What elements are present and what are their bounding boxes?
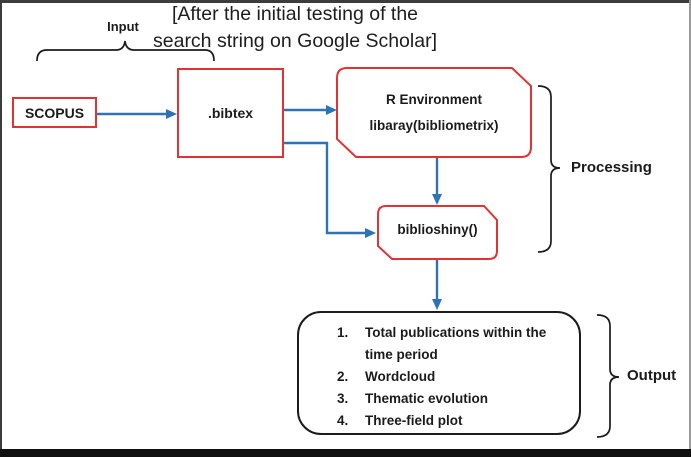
input-label: Input [107,19,139,34]
scopus-label: SCOPUS [24,104,85,121]
input-brace [36,40,215,62]
output-item: 1. Total publications within the time pe… [299,322,579,366]
bibtex-label: .bibtex [207,105,254,121]
output-item: 3. Thematic evolution [299,388,579,410]
output-item-text: Thematic evolution [365,391,489,406]
output-item-number: 1. [337,325,349,340]
frame-border-top [0,0,691,3]
scopus-box: SCOPUS [12,97,97,128]
arrow-bibtex-to-biblioshiny [284,141,376,238]
frame-border-bottom [0,449,691,457]
output-label: Output [627,367,677,384]
frame-border-left [0,0,2,457]
r-environment-line2: libaray(bibliometrix) [369,118,499,133]
processing-brace [537,85,561,253]
processing-label: Processing [571,159,652,176]
bibtex-box: .bibtex [177,68,284,158]
output-item: 4. Three-field plot [299,410,579,432]
output-box: 1. Total publications within the time pe… [297,311,581,435]
r-environment-box [336,67,532,158]
r-environment-line1: R Environment [385,92,482,107]
r-environment-text: R Environment libaray(bibliometrix) [337,70,531,155]
output-item-number: 4. [337,413,349,428]
output-brace [596,314,620,438]
frame-border-right [689,0,691,457]
biblioshiny-text: biblioshiny() [378,206,497,253]
output-item-text: Total publications within the time perio… [365,325,547,362]
diagram-title-line2: search string on Google Scholar] [153,30,437,52]
output-item-text: Wordcloud [365,369,436,384]
biblioshiny-label: biblioshiny() [397,222,478,237]
diagram-title-line1: [After the initial testing of the [171,3,419,25]
output-item-number: 2. [337,369,349,384]
output-item-text: Three-field plot [365,413,463,428]
output-item: 2. Wordcloud [299,366,579,388]
output-item-number: 3. [337,391,349,406]
biblioshiny-box [377,205,498,260]
diagram-title: [After the initial testing of the search… [145,1,445,55]
